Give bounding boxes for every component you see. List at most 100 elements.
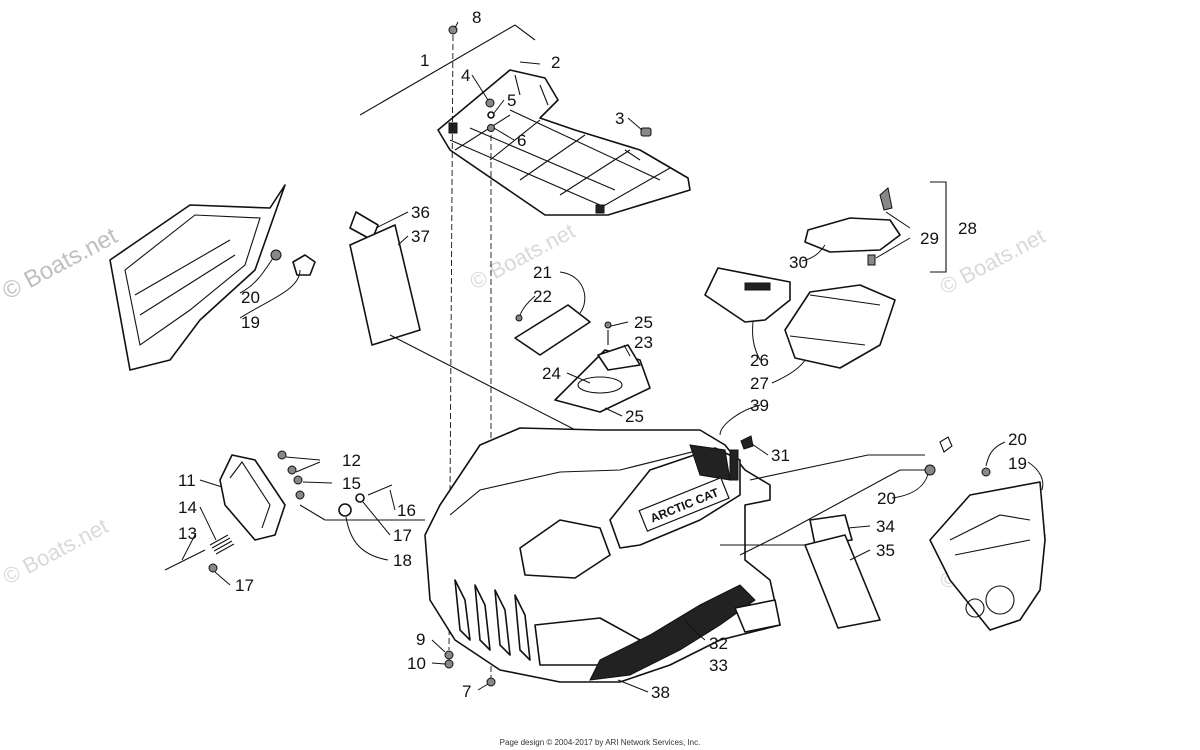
callout-6: 6 bbox=[517, 131, 526, 150]
decal-35 bbox=[804, 534, 881, 629]
rack-tubes bbox=[449, 109, 671, 209]
leader-line bbox=[397, 235, 409, 246]
callout-10: 10 bbox=[407, 654, 426, 673]
nut-6 bbox=[487, 124, 495, 132]
left-panel-inner bbox=[124, 214, 261, 346]
headlight-lens bbox=[229, 461, 271, 529]
screw-22 bbox=[515, 314, 523, 322]
leader-right bbox=[749, 454, 869, 481]
footer-copyright: Page design © 2004-2017 by ARI Network S… bbox=[500, 738, 701, 747]
right-panel-body bbox=[929, 481, 1046, 631]
watermark-main: © Boats.net bbox=[0, 222, 122, 305]
rack-struts bbox=[514, 74, 641, 161]
callout-32: 32 bbox=[709, 634, 728, 653]
left-panel-ribs bbox=[134, 239, 236, 316]
callout-18: 18 bbox=[393, 551, 412, 570]
right-panel-ribs bbox=[949, 514, 1031, 556]
leader-line bbox=[1027, 461, 1044, 491]
callout-35: 35 bbox=[876, 541, 895, 560]
callout-3: 3 bbox=[615, 109, 624, 128]
callout-19: 19 bbox=[1008, 454, 1027, 473]
storage-box-27 bbox=[784, 284, 896, 369]
leader-line bbox=[684, 619, 706, 641]
bolt-12 bbox=[277, 450, 287, 460]
callout-8: 8 bbox=[472, 8, 481, 27]
grille-slot bbox=[454, 579, 471, 641]
left-side-panel bbox=[109, 184, 316, 371]
grommet-20 bbox=[270, 249, 282, 261]
leader-line bbox=[375, 211, 409, 229]
callout-5: 5 bbox=[507, 91, 516, 110]
leader-line bbox=[302, 481, 333, 484]
callout-16: 16 bbox=[397, 501, 416, 520]
lid-30 bbox=[804, 217, 901, 253]
leader-line bbox=[199, 506, 217, 541]
bushing-18 bbox=[338, 503, 352, 517]
callout-20: 20 bbox=[1008, 430, 1027, 449]
callout-25: 25 bbox=[634, 313, 653, 332]
callout-30: 30 bbox=[789, 253, 808, 272]
leader-line bbox=[493, 99, 505, 114]
callout-labels: 1 2 3 4 5 6 7 8 9 10 11 12 13 14 15 16 1… bbox=[178, 8, 1027, 702]
group-bracket-28 bbox=[930, 181, 947, 273]
leader-line bbox=[751, 443, 769, 456]
callout-28: 28 bbox=[958, 219, 977, 238]
fastener-7 bbox=[486, 677, 496, 687]
leader-line bbox=[617, 679, 649, 693]
leader-headlight bbox=[299, 504, 326, 521]
callout-20: 20 bbox=[241, 288, 260, 307]
leader-line bbox=[604, 407, 623, 417]
right-panel-port bbox=[965, 598, 985, 618]
leader-line bbox=[431, 639, 446, 653]
leader-line bbox=[559, 271, 586, 314]
fender-graphic bbox=[689, 444, 731, 481]
callout-25: 25 bbox=[625, 407, 644, 426]
leader-line bbox=[199, 479, 223, 488]
callout-36: 36 bbox=[411, 203, 430, 222]
bolt-12 bbox=[287, 465, 297, 475]
screw-13 bbox=[164, 549, 206, 571]
leader-line bbox=[985, 441, 1006, 467]
callout-34: 34 bbox=[876, 517, 895, 536]
callout-26: 26 bbox=[750, 351, 769, 370]
bezel-logo bbox=[577, 376, 623, 394]
callout-17: 17 bbox=[393, 526, 412, 545]
callout-21: 21 bbox=[533, 263, 552, 282]
leader-line bbox=[389, 489, 396, 511]
leader-line bbox=[285, 456, 321, 473]
leader-line bbox=[801, 244, 826, 262]
box-lid-26 bbox=[704, 267, 791, 323]
grille-slot bbox=[514, 594, 531, 661]
leader-line bbox=[239, 257, 274, 294]
callout-33: 33 bbox=[709, 656, 728, 675]
push-rivet bbox=[939, 436, 953, 453]
leader-line bbox=[239, 269, 301, 319]
leader-line bbox=[875, 211, 911, 259]
callout-17: 17 bbox=[235, 576, 254, 595]
leader-line bbox=[847, 525, 871, 529]
rack-clip bbox=[595, 204, 605, 214]
spring-14 bbox=[209, 534, 235, 555]
leader-line bbox=[181, 532, 197, 561]
callout-31: 31 bbox=[771, 446, 790, 465]
leader-line bbox=[345, 516, 389, 561]
leader-line bbox=[431, 662, 446, 665]
fender-deck bbox=[519, 519, 611, 579]
screw-31 bbox=[740, 435, 754, 450]
callout-2: 2 bbox=[551, 53, 560, 72]
nut-15 bbox=[293, 475, 303, 485]
callout-27: 27 bbox=[750, 374, 769, 393]
grille-slot bbox=[494, 589, 511, 656]
callout-29: 29 bbox=[920, 229, 939, 248]
leader-line bbox=[519, 61, 541, 65]
callout-19: 19 bbox=[241, 313, 260, 332]
front-rack bbox=[359, 24, 691, 216]
cover-21 bbox=[514, 304, 591, 356]
bolt-4 bbox=[485, 98, 495, 108]
leader-line bbox=[752, 321, 761, 361]
watermark-faint: © Boats.net bbox=[466, 218, 580, 294]
rack-outline bbox=[437, 69, 691, 216]
screw-25 bbox=[604, 321, 612, 329]
